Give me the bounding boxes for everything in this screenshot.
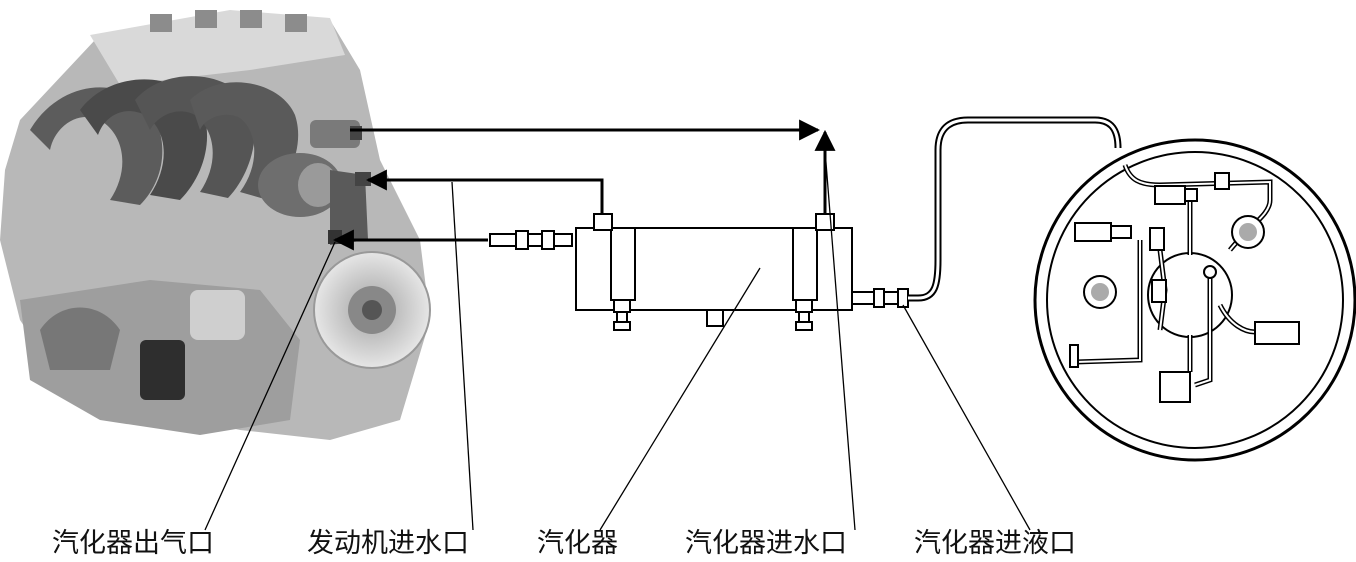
label-vaporizer: 汽化器	[537, 528, 618, 559]
label-engine-water-inlet: 发动机进水口	[307, 528, 469, 559]
label-vaporizer-water-inlet: 汽化器进水口	[685, 528, 847, 559]
engine-image	[0, 10, 431, 440]
label-vaporizer-gas-outlet: 汽化器出气口	[52, 528, 214, 559]
vaporizer-body	[575, 213, 909, 331]
fuel-tank	[1033, 138, 1356, 462]
leader-vaporizer	[599, 267, 761, 531]
hoses	[332, 119, 836, 251]
label-vaporizer-liquid-inlet: 汽化器进液口	[914, 528, 1076, 559]
gas-hose-fittings	[489, 230, 573, 250]
engine-water-hose	[365, 169, 604, 218]
leader-lines	[204, 149, 1031, 531]
leader-liquid-inlet	[902, 304, 1031, 531]
leader-engine-water-inlet	[451, 181, 474, 531]
leader-gas-outlet	[204, 241, 336, 531]
leader-vaporizer-water-inlet	[824, 149, 856, 531]
liquid-line-inner	[908, 118, 1120, 300]
